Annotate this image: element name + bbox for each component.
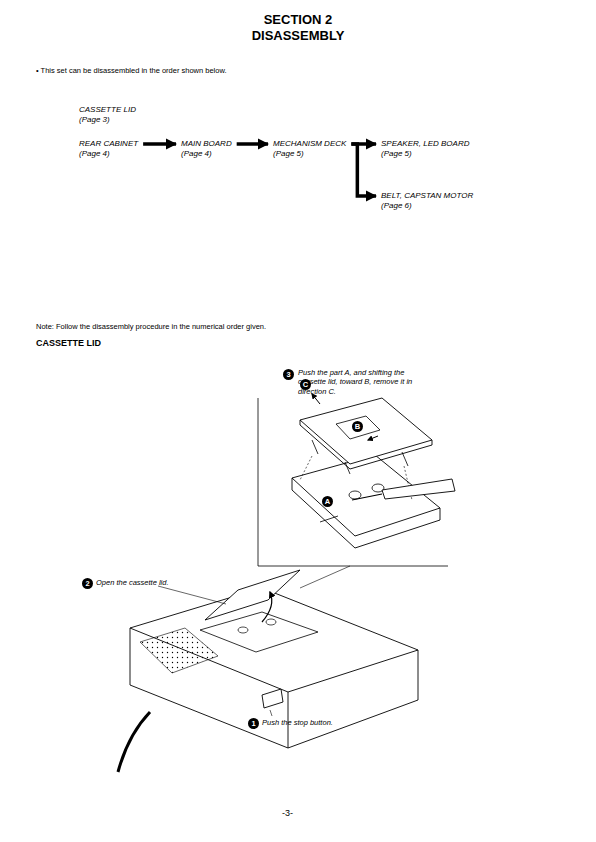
flow-arrow bbox=[237, 142, 268, 146]
step-text: Push the stop button. bbox=[262, 718, 333, 727]
callout-letter: A bbox=[322, 496, 333, 507]
step-name: MECHANISM DECK bbox=[273, 139, 346, 149]
step-number: 1 bbox=[248, 718, 259, 729]
flow-step: CASSETTE LID(Page 3) bbox=[78, 104, 137, 126]
stop-button bbox=[262, 689, 283, 708]
lid-edge bbox=[300, 420, 432, 469]
cassette-compartment bbox=[200, 612, 318, 652]
callout-frame bbox=[258, 398, 448, 566]
section-title: SECTION 2 bbox=[198, 12, 398, 28]
recorder-top bbox=[130, 588, 418, 692]
reel-hub bbox=[238, 619, 276, 633]
page-heading: DISASSEMBLY bbox=[198, 28, 398, 44]
flow-step: MAIN BOARD(Page 4) bbox=[180, 138, 233, 160]
step-name: REAR CABINET bbox=[79, 139, 138, 149]
step-name: BELT, CAPSTAN MOTOR bbox=[381, 191, 473, 201]
page-number: -3- bbox=[282, 808, 293, 819]
lid-window bbox=[336, 416, 380, 439]
flow-step: SPEAKER, LED BOARD(Page 5) bbox=[380, 138, 470, 160]
page-ref: (Page 6) bbox=[381, 201, 473, 211]
step-name: CASSETTE LID bbox=[79, 105, 136, 115]
callout-letter: C bbox=[300, 379, 311, 390]
flow-arrow bbox=[351, 144, 376, 196]
leader-line bbox=[300, 566, 350, 588]
reel-hub bbox=[349, 491, 361, 499]
page-ref: (Page 3) bbox=[79, 115, 136, 125]
open-arrow bbox=[262, 592, 272, 622]
hinge-slot bbox=[320, 516, 338, 522]
flow-step: REAR CABINET(Page 4) bbox=[78, 138, 139, 160]
cord bbox=[118, 712, 150, 772]
screwdriver-shaft bbox=[352, 494, 382, 500]
section-heading: CASSETTE LID bbox=[36, 338, 101, 349]
intro-note: • This set can be disassembled in the or… bbox=[36, 66, 336, 75]
step-text: Open the cassette lid. bbox=[96, 578, 169, 587]
page-ref: (Page 4) bbox=[79, 149, 138, 159]
leader-line bbox=[158, 586, 226, 604]
cassette-lid bbox=[300, 398, 432, 464]
flow-step: BELT, CAPSTAN MOTOR(Page 6) bbox=[380, 190, 474, 212]
lid-tab bbox=[312, 440, 408, 474]
guide-line bbox=[300, 456, 312, 480]
flow-arrow bbox=[143, 142, 176, 146]
page-ref: (Page 4) bbox=[181, 149, 232, 159]
direction-arrow bbox=[368, 436, 378, 440]
step-number: 3 bbox=[283, 369, 294, 380]
step-name: SPEAKER, LED BOARD bbox=[381, 139, 469, 149]
speaker-grille bbox=[140, 628, 218, 673]
step-name: MAIN BOARD bbox=[181, 139, 232, 149]
page-ref: (Page 5) bbox=[273, 149, 346, 159]
leader-line bbox=[270, 710, 272, 716]
step-text: Push the part A, and shifting the casset… bbox=[298, 368, 426, 396]
page-ref: (Page 5) bbox=[381, 149, 469, 159]
cassette-lid-open bbox=[205, 570, 300, 620]
step-number: 2 bbox=[82, 578, 93, 589]
callout-letter: B bbox=[352, 421, 363, 432]
flow-step: MECHANISM DECK(Page 5) bbox=[272, 138, 347, 160]
note: Note: Follow the disassembly procedure i… bbox=[36, 322, 356, 331]
screwdriver-handle bbox=[382, 479, 455, 499]
